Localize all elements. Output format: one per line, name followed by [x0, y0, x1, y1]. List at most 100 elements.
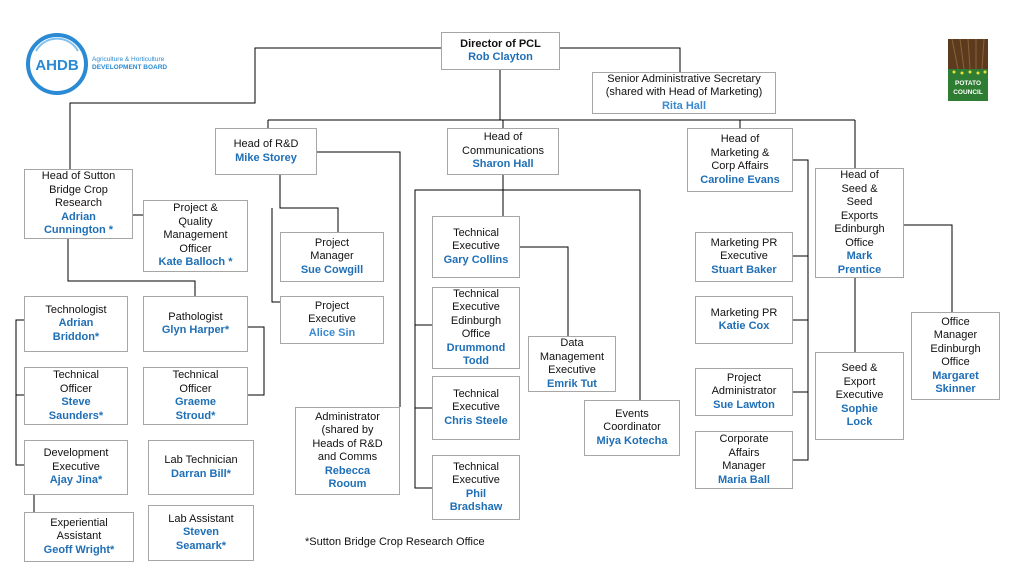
data-mgmt-title: Data Management Executive	[539, 337, 605, 376]
connector-sutton-left	[15, 319, 24, 466]
connector-sutton-team	[67, 239, 196, 296]
lab-tech-name: Darran Bill*	[171, 467, 231, 480]
tech-exec-1-name: Gary Collins	[443, 253, 509, 266]
seed-export-name: Sophie Lock	[841, 402, 878, 429]
mkt-pr-title: Marketing PR	[710, 306, 778, 319]
footnote: *Sutton Bridge Crop Research Office	[305, 536, 485, 548]
senior-secretary-name: Rita Hall	[661, 99, 706, 112]
tech-exec-2-title: Technical Executive	[452, 387, 500, 414]
experiential-title: Experiential Assistant	[50, 516, 108, 543]
mkt-pr-name: Katie Cox	[718, 320, 770, 332]
corp-affairs-title: Corporate Affairs Manager	[719, 433, 769, 472]
tech-exec-edin-title: Technical Executive Edinburgh Office	[450, 287, 502, 341]
technologist-title: Technologist	[45, 303, 107, 316]
tech-officer-2-name: Graeme Stroud*	[175, 396, 216, 422]
tech-officer-2-title: Technical Officer	[172, 369, 219, 395]
mkt-pr-exec-title: Marketing PR Executive	[710, 236, 778, 263]
box-head-comms: Head of Communications Sharon Hall	[447, 128, 559, 175]
dev-exec-title: Development Executive	[43, 447, 109, 473]
box-lab-tech: Lab Technician Darran Bill*	[148, 440, 254, 495]
events-title: Events Coordinator	[603, 407, 661, 434]
box-office-mgr: Office Manager Edinburgh Office Margaret…	[911, 312, 1000, 400]
tech-exec-2-name: Chris Steele	[444, 414, 508, 427]
box-data-mgmt: Data Management Executive Emrik Tut	[528, 336, 616, 392]
technologist-name: Adrian Briddon*	[52, 317, 100, 343]
connector-comms-events	[503, 189, 641, 400]
box-tech-exec-edin: Technical Executive Edinburgh Office Dru…	[432, 287, 520, 369]
director-name: Rob Clayton	[468, 51, 533, 63]
connector-marketing-trunk	[793, 159, 809, 461]
connector-exec1-data	[520, 246, 569, 336]
ahdb-logo: AHDB Agriculture & Horticulture DEVELOPM…	[26, 33, 167, 95]
head-sutton-title: Head of Sutton Bridge Crop Research	[41, 170, 116, 210]
head-rd-title: Head of R&D	[233, 138, 299, 150]
project-manager-name: Sue Cowgill	[300, 263, 364, 276]
box-mkt-pr: Marketing PR Katie Cox	[695, 296, 793, 344]
box-senior-secretary: Senior Administrative Secretary (shared …	[592, 72, 776, 114]
tech-officer-1-name: Steve Saunders*	[48, 396, 104, 422]
connector-rd-admin	[317, 151, 401, 407]
administrator-name: Rebecca Rooum	[324, 464, 371, 491]
administrator-title: Administrator (shared by Heads of R&D an…	[312, 410, 383, 464]
data-mgmt-name: Emrik Tut	[547, 377, 597, 390]
office-mgr-title: Office Manager Edinburgh Office	[930, 315, 981, 369]
head-sutton-name: Adrian Cunnington *	[43, 210, 114, 237]
director-title: Director of PCL	[460, 37, 541, 50]
box-head-rd: Head of R&D Mike Storey	[215, 128, 317, 175]
lab-assistant-name: Steven Seamark*	[175, 526, 227, 552]
office-mgr-name: Margaret Skinner	[932, 369, 979, 396]
connector-comms-down	[414, 175, 504, 489]
box-tech-exec-1: Technical Executive Gary Collins	[432, 216, 520, 278]
corp-affairs-name: Maria Ball	[718, 473, 770, 486]
head-marketing-name: Caroline Evans	[700, 173, 780, 186]
connector-rd-staff	[279, 175, 339, 232]
project-exec-title: Project Executive	[308, 299, 356, 326]
project-admin-name: Sue Lawton	[713, 398, 775, 411]
head-marketing-title: Head of Marketing & Corp Affairs	[710, 133, 770, 172]
box-administrator: Administrator (shared by Heads of R&D an…	[295, 407, 400, 495]
events-name: Miya Kotecha	[596, 434, 668, 447]
box-tech-officer-1: Technical Officer Steve Saunders*	[24, 367, 128, 425]
project-admin-title: Project Administrator	[711, 371, 777, 398]
experiential-name: Geoff Wright*	[43, 543, 115, 556]
box-tech-officer-2: Technical Officer Graeme Stroud*	[143, 367, 248, 425]
box-head-marketing: Head of Marketing & Corp Affairs Carolin…	[687, 128, 793, 192]
box-dev-exec: Development Executive Ajay Jina*	[24, 440, 128, 495]
tech-exec-1-title: Technical Executive	[452, 226, 500, 253]
ahdb-logo-line2: DEVELOPMENT BOARD	[92, 64, 167, 71]
tech-exec-edin-name: Drummond Todd	[446, 341, 506, 368]
head-comms-title: Head of Communications	[462, 131, 544, 157]
box-tech-exec-3: Technical Executive Phil Bradshaw	[432, 455, 520, 520]
lab-assistant-title: Lab Assistant	[168, 512, 234, 525]
pq-manager-title: Project & Quality Management Officer	[163, 202, 228, 255]
potato-logo-line1: POTATO	[955, 80, 981, 87]
box-director: Director of PCL Rob Clayton	[441, 32, 560, 70]
connector-director-secretary	[560, 47, 681, 72]
ahdb-logo-line1: Agriculture & Horticulture	[92, 56, 165, 63]
lab-tech-title: Lab Technician	[164, 454, 238, 466]
connector-director-sutton	[69, 47, 441, 169]
box-seed-export: Seed & Export Executive Sophie Lock	[815, 352, 904, 440]
project-manager-title: Project Manager	[310, 236, 354, 263]
tech-officer-1-title: Technical Officer	[53, 369, 99, 395]
pathologist-name: Glyn Harper*	[161, 324, 230, 336]
tech-exec-3-name: Phil Bradshaw	[449, 487, 503, 514]
head-seed-title: Head of Seed & Seed Exports Edinburgh Of…	[834, 169, 885, 249]
box-mkt-pr-exec: Marketing PR Executive Stuart Baker	[695, 232, 793, 282]
tech-exec-3-title: Technical Executive	[452, 460, 500, 487]
mkt-pr-exec-name: Stuart Baker	[711, 263, 777, 276]
project-exec-name: Alice Sin	[308, 326, 356, 339]
ahdb-logo-mark: AHDB	[35, 57, 78, 74]
potato-logo-line2: COUNCIL	[953, 89, 983, 96]
connector-office-mgr	[903, 224, 953, 312]
box-head-seed: Head of Seed & Seed Exports Edinburgh Of…	[815, 168, 904, 278]
box-project-exec: Project Executive Alice Sin	[280, 296, 384, 344]
connector-path-right	[248, 326, 265, 396]
box-head-sutton: Head of Sutton Bridge Crop Research Adri…	[24, 169, 133, 239]
box-project-admin: Project Administrator Sue Lawton	[695, 368, 793, 416]
head-comms-name: Sharon Hall	[472, 158, 534, 171]
connector-rd-exec	[271, 208, 280, 303]
dev-exec-name: Ajay Jina*	[49, 474, 103, 487]
head-seed-name: Mark Prentice	[837, 250, 882, 276]
